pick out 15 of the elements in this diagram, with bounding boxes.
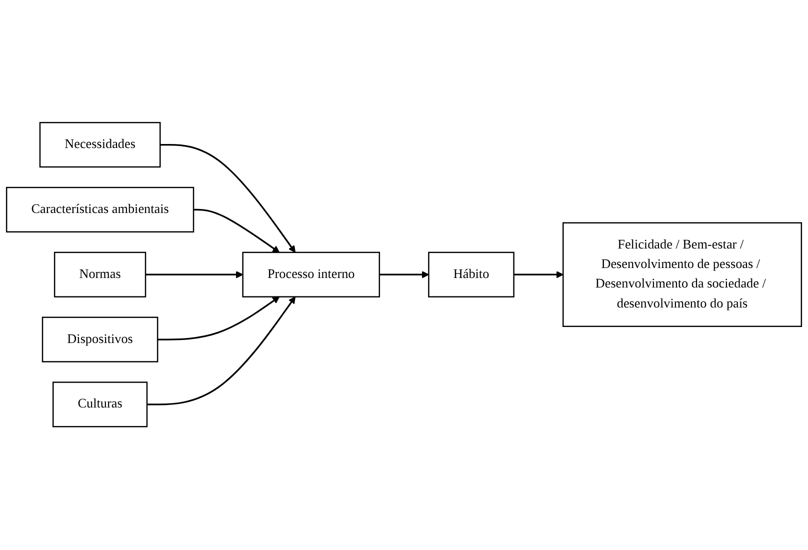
arrow [158, 296, 280, 341]
node-box: Hábito [428, 252, 514, 298]
node-box: Necessidades [39, 122, 161, 168]
arrow [194, 209, 280, 254]
arrow [146, 271, 244, 279]
arrow [160, 144, 296, 254]
node-box: Características ambientais [6, 187, 194, 233]
node-box: Dispositivos [42, 317, 158, 363]
arrow [379, 271, 430, 279]
node-box: Processo interno [242, 252, 380, 298]
arrow [514, 271, 564, 279]
node-box: Felicidade / Bem-estar / Desenvolvimento de pessoas / Desenvolvimento da sociedade / desenvolvimento do país [562, 222, 802, 328]
node-box: Culturas [52, 382, 148, 428]
node-box: Normas [54, 252, 146, 298]
arrow [146, 296, 296, 406]
